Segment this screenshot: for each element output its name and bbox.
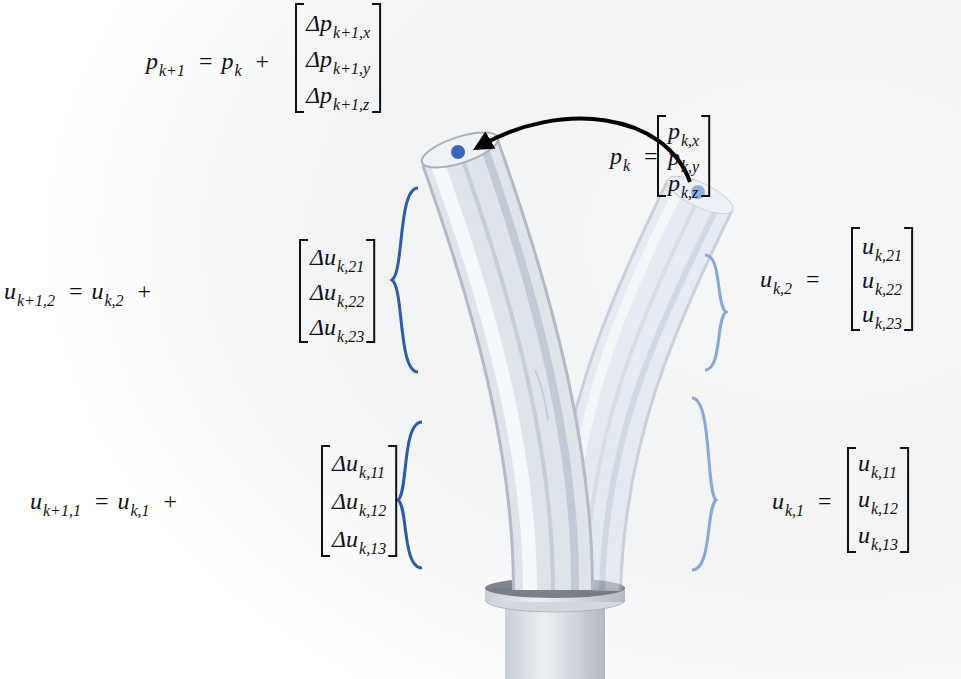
subscript: k,1 bbox=[785, 503, 804, 519]
operator: = bbox=[806, 267, 820, 291]
subscript: k,21 bbox=[875, 248, 902, 264]
math-symbol: u bbox=[862, 234, 874, 258]
operator: + bbox=[256, 49, 270, 73]
tip-point bbox=[451, 145, 465, 159]
math-symbol: Δu bbox=[332, 451, 358, 475]
math-symbol: Δp bbox=[306, 11, 332, 35]
math-symbol: u bbox=[858, 487, 870, 511]
subscript: k,21 bbox=[337, 259, 364, 275]
subscript: k,13 bbox=[871, 537, 898, 553]
math-symbol: u bbox=[4, 279, 16, 303]
subscript: k,12 bbox=[359, 503, 386, 519]
math-symbol: p bbox=[221, 49, 233, 73]
segment-brace bbox=[705, 255, 726, 370]
subscript: k,22 bbox=[337, 294, 364, 310]
math-symbol: p bbox=[668, 145, 680, 169]
operator: = bbox=[644, 144, 658, 168]
matrix-bracket bbox=[300, 240, 308, 342]
matrix-bracket bbox=[852, 228, 860, 330]
math-symbol: u bbox=[772, 489, 784, 513]
matrix-bracket bbox=[366, 240, 374, 342]
segment-brace bbox=[692, 398, 716, 570]
subscript: k,2 bbox=[773, 281, 792, 297]
math-symbol: u bbox=[858, 523, 870, 547]
subscript: k bbox=[623, 158, 630, 174]
operator: = bbox=[69, 279, 83, 303]
math-symbol: Δu bbox=[332, 527, 358, 551]
matrix-bracket bbox=[904, 228, 912, 330]
operator: + bbox=[138, 279, 152, 303]
math-symbol: u bbox=[862, 302, 874, 326]
operator: = bbox=[95, 489, 109, 513]
operator: = bbox=[818, 489, 832, 513]
subscript: k,23 bbox=[337, 329, 364, 345]
math-symbol: u bbox=[91, 279, 103, 303]
subscript: k,z bbox=[681, 185, 698, 201]
matrix-bracket bbox=[388, 446, 396, 556]
matrix-bracket bbox=[848, 448, 856, 552]
math-symbol: p bbox=[610, 144, 622, 168]
matrix-bracket bbox=[322, 446, 330, 556]
subscript: k+1,z bbox=[333, 97, 369, 113]
math-symbol: Δp bbox=[306, 83, 332, 107]
matrix-bracket bbox=[372, 4, 380, 112]
math-symbol: Δu bbox=[310, 245, 336, 269]
matrix-bracket bbox=[296, 4, 304, 112]
subscript: k,12 bbox=[871, 501, 898, 517]
subscript: k+1,y bbox=[333, 61, 370, 77]
subscript: k+1,1 bbox=[43, 503, 81, 519]
matrix-bracket bbox=[658, 116, 666, 196]
math-symbol: Δu bbox=[332, 489, 358, 513]
segment-brace bbox=[398, 422, 422, 568]
subscript: k,11 bbox=[871, 465, 897, 481]
operator: = bbox=[199, 49, 213, 73]
current-configuration bbox=[418, 125, 575, 590]
math-symbol: Δu bbox=[310, 280, 336, 304]
matrix-bracket bbox=[900, 448, 908, 552]
operator: + bbox=[164, 489, 178, 513]
subscript: k,23 bbox=[875, 316, 902, 332]
subscript: k,1 bbox=[130, 503, 149, 519]
subscript: k,x bbox=[681, 133, 699, 149]
math-symbol: u bbox=[30, 489, 42, 513]
subscript: k,y bbox=[681, 159, 699, 175]
math-symbol: p bbox=[668, 119, 680, 143]
subscript: k,11 bbox=[359, 465, 385, 481]
math-symbol: u bbox=[862, 268, 874, 292]
subscript: k+1 bbox=[159, 63, 185, 79]
subscript: k+1,2 bbox=[17, 293, 55, 309]
subscript: k+1,x bbox=[333, 25, 370, 41]
segment-brace bbox=[392, 188, 418, 372]
subscript: k,2 bbox=[104, 293, 123, 309]
subscript: k,22 bbox=[875, 282, 902, 298]
math-symbol: u bbox=[117, 489, 129, 513]
math-symbol: u bbox=[858, 451, 870, 475]
math-symbol: u bbox=[760, 267, 772, 291]
subscript: k bbox=[234, 63, 241, 79]
math-symbol: p bbox=[668, 171, 680, 195]
math-symbol: Δp bbox=[306, 47, 332, 71]
matrix-bracket bbox=[701, 116, 709, 196]
math-symbol: Δu bbox=[310, 315, 336, 339]
subscript: k,13 bbox=[359, 541, 386, 557]
math-symbol: p bbox=[146, 49, 158, 73]
